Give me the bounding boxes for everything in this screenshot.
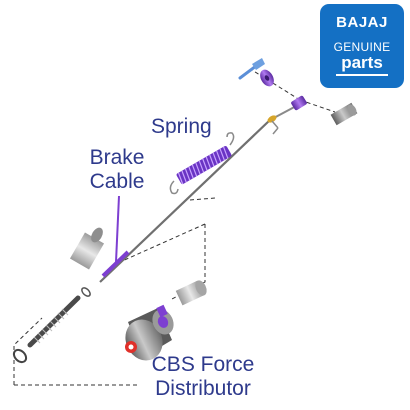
logo-parts: parts [341,53,383,72]
logo-brand: BAJAJ [336,14,388,31]
label-cbs-line1: CBS Force [151,353,255,376]
cable-end-fitting [330,102,358,126]
brake-cable-leader [115,195,120,263]
brake-cable [99,95,307,283]
label-spring: Spring [151,115,212,138]
label-brake-line1: Brake [89,146,145,169]
purple-nut [260,69,274,87]
distributor-sleeve [175,280,207,306]
label-brake-cable: Brake Cable [86,146,148,194]
spring [169,132,235,195]
rubber-boot [69,227,105,270]
label-cbs-line2: Distributor [155,377,251,400]
label-cbs-force-distributor: CBS Force Distributor [144,353,262,401]
adjuster-bolt [238,58,265,80]
threaded-rod [12,287,91,364]
bajaj-genuine-parts-logo: BAJAJ GENUINE parts [320,4,404,88]
label-brake-line2: Cable [89,170,145,193]
logo-genuine: GENUINE [333,40,391,54]
cbs-force-distributor [125,304,174,361]
logo-underline [336,74,388,76]
